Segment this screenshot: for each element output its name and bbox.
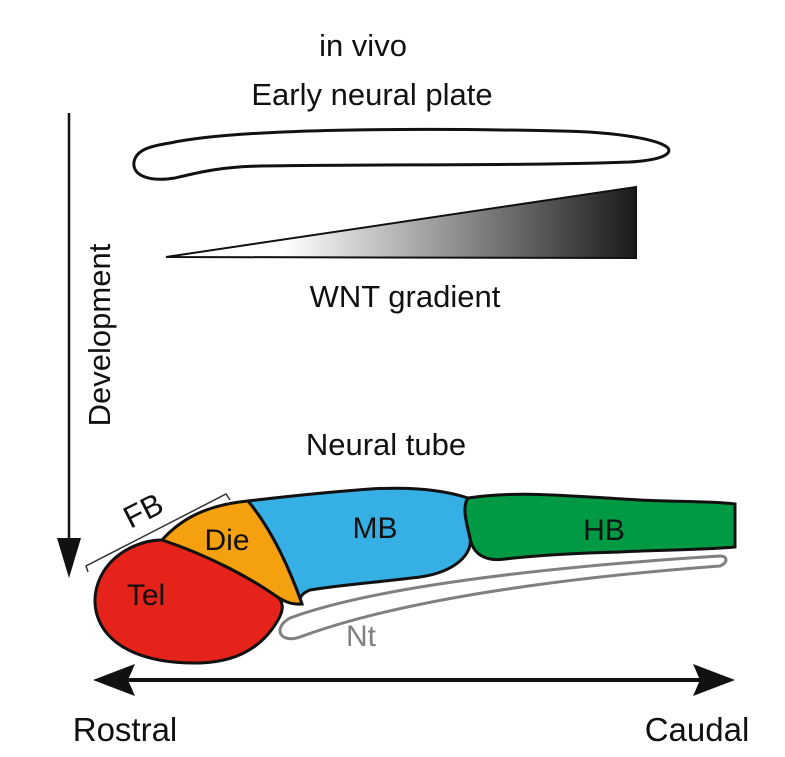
double-arrow-icon — [93, 664, 735, 696]
label-tel: Tel — [127, 579, 165, 612]
label-mb: MB — [353, 512, 398, 545]
label-die: Die — [204, 524, 249, 557]
region-hb — [463, 492, 737, 562]
neural-tube-title: Neural tube — [306, 427, 466, 462]
caudal-label: Caudal — [645, 711, 750, 748]
notochord — [278, 554, 728, 641]
region-tel — [93, 538, 284, 665]
label-notochord: Nt — [346, 620, 377, 653]
arrow-down-icon — [57, 113, 81, 578]
wnt-gradient-wedge — [165, 185, 637, 260]
development-label: Development — [82, 243, 117, 426]
header-early-neural-plate: Early neural plate — [251, 77, 492, 112]
header-in-vivo: in vivo — [319, 28, 407, 63]
label-hb: HB — [583, 514, 625, 547]
neural-plate-outline — [132, 127, 671, 181]
rostral-label: Rostral — [73, 711, 178, 748]
forebrain-bracket — [85, 493, 231, 573]
wnt-gradient-label: WNT gradient — [310, 279, 501, 314]
